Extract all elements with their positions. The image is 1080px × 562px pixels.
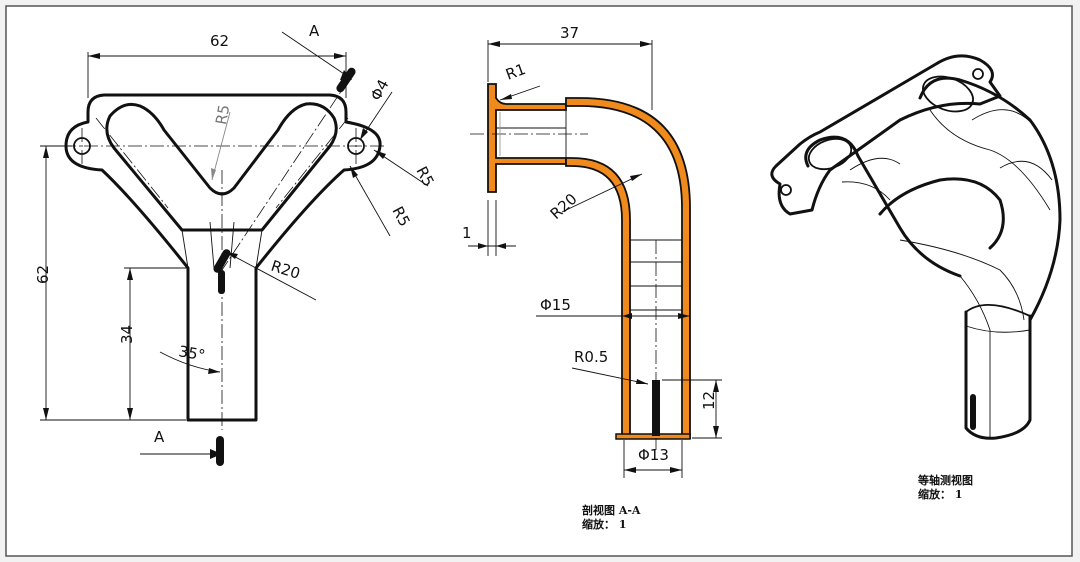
dim-front-width: 62 [210, 32, 229, 50]
dim-angle: 35° [177, 342, 206, 364]
isometric-view: 等轴测视图 缩放： 1 [770, 54, 1062, 501]
front-inner-opening [105, 102, 338, 232]
section-scale: 缩放： 1 [582, 517, 626, 531]
dim-front-height: 62 [34, 265, 52, 284]
section-label-bottom: A [154, 428, 165, 446]
dim-phi15: Φ15 [540, 296, 571, 314]
drawing-sheet [5, 5, 1073, 557]
dim-phi13: Φ13 [638, 446, 669, 464]
dim-section-width: 37 [560, 24, 579, 42]
iso-caption: 等轴测视图 [917, 473, 973, 487]
dim-front-stem: 34 [118, 325, 136, 344]
section-label-top: A [309, 22, 320, 40]
iso-stem [964, 310, 1032, 440]
front-view: A A 62 62 34 R5 Φ4 R5 [34, 22, 438, 466]
dim-r1: R1 [503, 60, 528, 84]
dim-inner-r5: R5 [212, 103, 233, 126]
dim-slot: 12 [700, 391, 718, 410]
dim-r05: R0.5 [574, 348, 608, 366]
iso-flange [770, 54, 1002, 216]
front-outline [64, 93, 382, 422]
iso-scale: 缩放： 1 [918, 487, 962, 501]
section-view: 37 R1 R20 1 Φ15 R0.5 12 [462, 24, 722, 531]
section-caption: 剖视图 A-A [582, 503, 641, 517]
dim-wall: 1 [462, 224, 472, 242]
